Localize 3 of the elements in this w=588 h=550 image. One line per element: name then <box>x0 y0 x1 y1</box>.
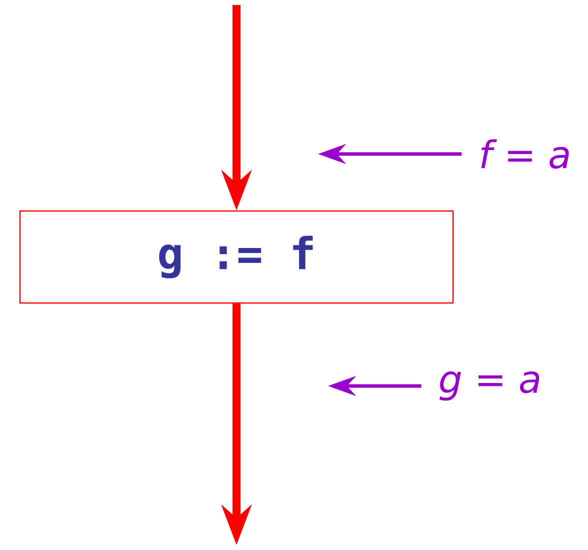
annotation-text: g = a <box>440 371 540 401</box>
statement-box: g := f <box>19 210 454 304</box>
annotation-text: f = a <box>481 139 569 169</box>
